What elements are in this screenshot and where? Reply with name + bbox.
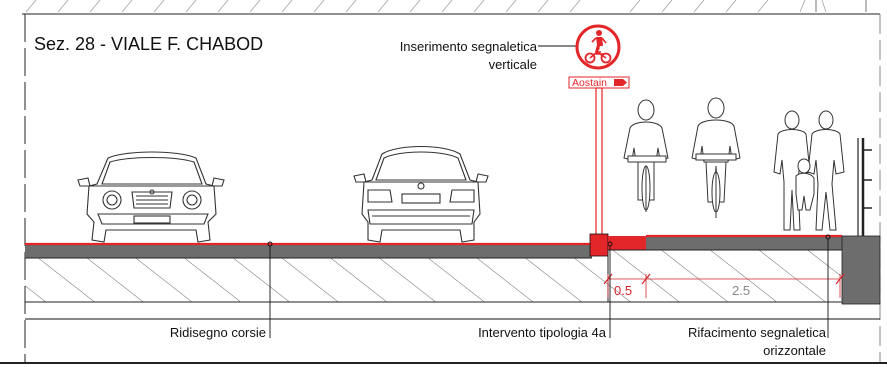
path-subbase-hatch — [608, 250, 842, 302]
retaining-wall — [841, 235, 881, 305]
carriageway-subbase-hatch — [25, 258, 608, 302]
top-hatch-strip — [25, 0, 827, 13]
cyclist-figure — [691, 97, 741, 218]
sign-pole — [595, 87, 603, 237]
dimension-left-value: 0.5 — [614, 283, 632, 298]
car-rear-icon — [353, 145, 489, 243]
road-section — [25, 233, 881, 305]
kerb-intervention — [589, 233, 609, 257]
dimension-right-value: 2.5 — [732, 283, 750, 298]
sign-plate: Aostain — [568, 76, 630, 89]
sign-plate-text: Aostain — [572, 77, 607, 89]
carriageway-asphalt — [25, 244, 592, 258]
callout-redesign-lanes: Ridisegno corsie — [170, 325, 266, 340]
callout-marking-line1: Rifacimento segnaletica — [688, 325, 827, 340]
car-front-icon — [77, 151, 225, 243]
railing — [857, 138, 872, 236]
section-title: Sez. 28 - VIALE F. CHABOD — [34, 34, 263, 54]
callout-intervention: Intervento tipologia 4a — [478, 325, 607, 340]
pedestrian-figures — [773, 110, 845, 231]
bottom-callouts: Ridisegno corsie Intervento tipologia 4a… — [25, 239, 880, 358]
intervention-strip — [608, 236, 646, 250]
shared-path-sign-icon — [575, 24, 621, 70]
sign-callout-line1: Inserimento segnaletica — [400, 39, 538, 54]
cyclist-figure — [623, 99, 669, 212]
sign-callout-line2: verticale — [489, 57, 537, 72]
cycle-path-asphalt — [592, 236, 842, 250]
callout-marking-line2: orizzontale — [763, 343, 826, 358]
dimension-line: 0.5 2.5 — [603, 273, 845, 298]
